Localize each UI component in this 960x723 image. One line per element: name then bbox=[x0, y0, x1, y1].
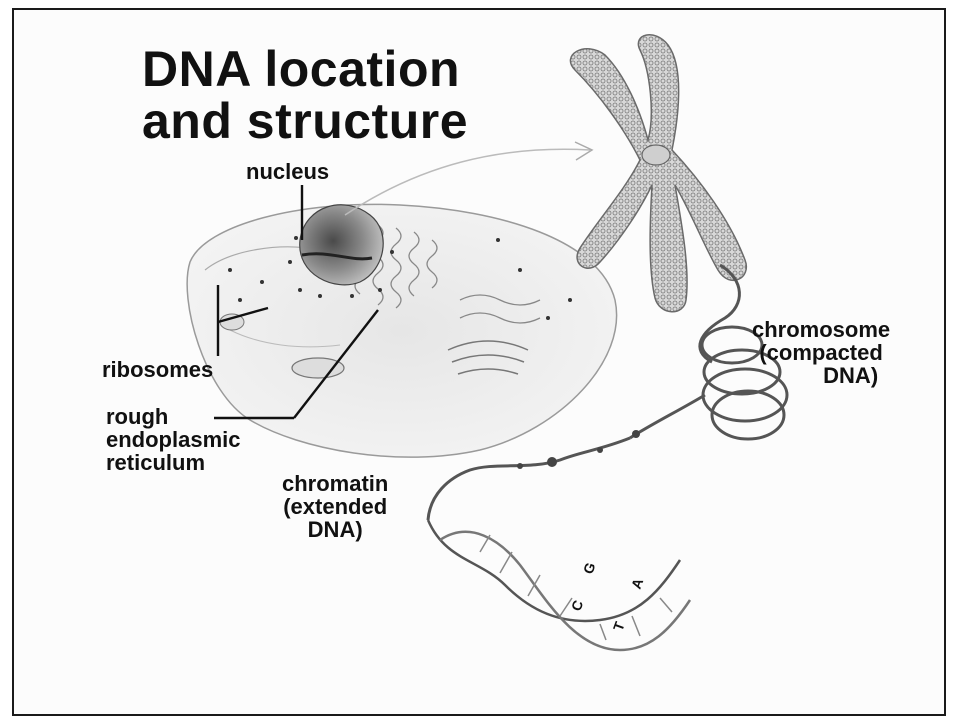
title-line-1: DNA location bbox=[142, 44, 468, 94]
nucleus-illustration bbox=[300, 205, 383, 285]
label-rough-er-line-2: endoplasmic bbox=[106, 428, 240, 451]
label-chromatin-line-3: DNA) bbox=[282, 518, 388, 541]
label-rough-er-line-1: rough bbox=[106, 405, 240, 428]
double-helix bbox=[428, 520, 690, 650]
title-line-2: and structure bbox=[142, 96, 468, 146]
label-chromatin: chromatin (extended DNA) bbox=[282, 472, 388, 541]
label-chromosome: chromosome (compacted DNA) bbox=[752, 318, 890, 387]
base-c: C bbox=[568, 598, 586, 613]
label-chromosome-line-3: DNA) bbox=[752, 364, 890, 387]
base-g: G bbox=[580, 560, 599, 576]
base-t: T bbox=[610, 619, 628, 633]
label-chromatin-line-2: (extended bbox=[282, 495, 388, 518]
label-nucleus: nucleus bbox=[246, 160, 329, 183]
nucleosome-beads bbox=[517, 430, 640, 469]
label-chromosome-line-1: chromosome bbox=[752, 318, 890, 341]
label-ribosomes: ribosomes bbox=[102, 358, 213, 381]
label-nucleus-text: nucleus bbox=[246, 160, 329, 183]
label-chromatin-line-1: chromatin bbox=[282, 472, 388, 495]
base-a: A bbox=[628, 576, 646, 591]
label-chromosome-line-2: (compacted bbox=[752, 341, 890, 364]
label-ribosomes-text: ribosomes bbox=[102, 358, 213, 381]
label-rough-er: rough endoplasmic reticulum bbox=[106, 405, 240, 474]
zoom-arrowhead bbox=[575, 142, 592, 160]
mitochondrion-1 bbox=[292, 358, 344, 378]
cell-illustration bbox=[187, 204, 616, 457]
diagram-title: DNA location and structure bbox=[142, 44, 468, 146]
label-rough-er-line-3: reticulum bbox=[106, 451, 240, 474]
